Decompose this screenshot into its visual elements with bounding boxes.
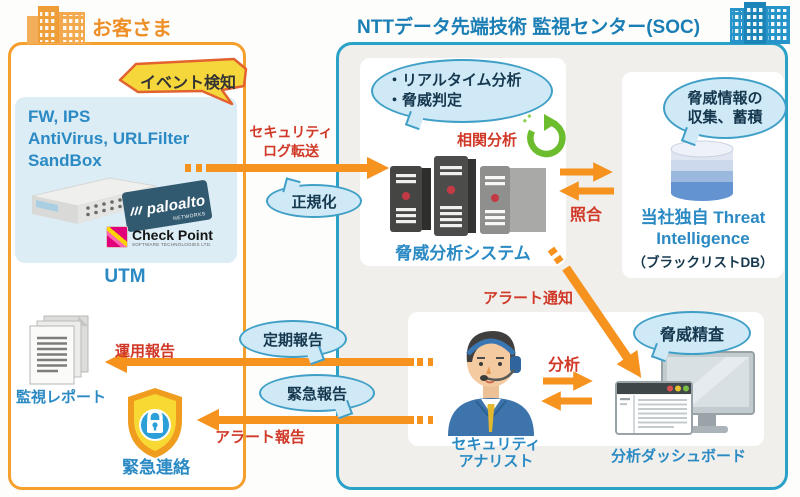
bubble-line: 脅威精査 xyxy=(659,327,724,344)
alert-notify-label: アラート通知 xyxy=(483,290,574,307)
log-transfer-line: ログ転送 xyxy=(263,143,319,159)
operation-report-label: 運用報告 xyxy=(115,343,176,360)
database-icon xyxy=(666,138,738,204)
bubble-line: ・脅威判定 xyxy=(387,92,463,109)
analyst-line: アナリスト xyxy=(458,453,534,470)
periodic-report-bubble: 定期報告 xyxy=(239,320,347,366)
soc-buildings-icon xyxy=(728,0,792,44)
security-analyst-label: セキュリティ アナリスト xyxy=(443,436,549,470)
bubble-line: 収集、蓄積 xyxy=(687,109,763,126)
fw-line: FW, IPS xyxy=(28,107,91,126)
event-detect-bubble: イベント検知 xyxy=(118,56,250,108)
log-transfer-label: セキュリティ ログ転送 xyxy=(248,123,334,161)
analyst-avatar xyxy=(438,316,544,436)
normalize-bubble: 正規化 xyxy=(266,177,362,218)
analysis-dashboard-label: 分析ダッシュボード xyxy=(610,448,746,465)
documents-icon xyxy=(28,314,94,388)
utm-label: UTM xyxy=(104,266,146,287)
alert-report-label: アラート報告 xyxy=(215,429,306,446)
correlation-analysis-label: 相関分析 xyxy=(457,132,518,149)
checkpoint-logo: Check Point SOFTWARE TECHNOLOGIES LTD. xyxy=(106,226,238,248)
blacklist-db-label: （ブラックリストDB） xyxy=(632,255,774,270)
fw-functions-text: FW, IPS AntiVirus, URLFilter SandBox xyxy=(28,106,189,172)
log-transfer-line: セキュリティ xyxy=(249,124,333,140)
matching-label: 照合 xyxy=(570,207,603,224)
threat-intelligence-label: 当社独自 Threat Intelligence xyxy=(620,207,786,249)
realtime-analysis-bubble: ・リアルタイム分析 ・脅威判定 xyxy=(371,59,553,131)
monitor-report-label: 監視レポート xyxy=(15,389,106,406)
threat-info-bubble: 脅威情報の 収集、蓄積 xyxy=(663,77,787,147)
paloalto-mark-icon xyxy=(130,205,143,216)
urgent-report-bubble: 緊急報告 xyxy=(259,374,375,420)
bubble-line: 脅威情報の xyxy=(687,90,763,107)
threat-review-bubble: 脅威精査 xyxy=(633,311,751,363)
emergency-contact-label: 緊急連絡 xyxy=(122,458,190,477)
fw-line: AntiVirus, URLFilter xyxy=(28,129,190,148)
bubble-line: 正規化 xyxy=(291,193,337,211)
bubble-line: 緊急報告 xyxy=(286,385,347,403)
ti-line: 当社独自 Threat xyxy=(640,208,766,227)
ti-line: Intelligence xyxy=(656,229,750,248)
customer-buildings-icon xyxy=(26,4,92,44)
bubble-line: 定期報告 xyxy=(262,331,323,349)
shield-lock-icon xyxy=(124,386,186,460)
dashboard-monitor-icon xyxy=(614,350,800,436)
soc-panel-title: NTTデータ先端技術 監視センター(SOC) xyxy=(357,17,701,38)
bubble-line: ・リアルタイム分析 xyxy=(387,72,522,89)
analysis-label: 分析 xyxy=(548,357,581,374)
threat-analysis-system-label: 脅威分析システム xyxy=(395,244,531,263)
checkpoint-mark-icon xyxy=(106,226,128,248)
checkpoint-name: Check Point xyxy=(132,226,213,243)
fw-line: SandBox xyxy=(28,151,102,170)
refresh-cycle-icon xyxy=(520,112,570,162)
servers-icon xyxy=(386,152,548,242)
paloalto-logo: paloalto NETWORKS xyxy=(121,179,213,233)
customer-panel-title: お客さま xyxy=(92,18,172,40)
event-detect-label: イベント検知 xyxy=(139,75,236,92)
checkpoint-sub: SOFTWARE TECHNOLOGIES LTD. xyxy=(132,241,212,247)
analyst-line: セキュリティ xyxy=(451,436,541,453)
